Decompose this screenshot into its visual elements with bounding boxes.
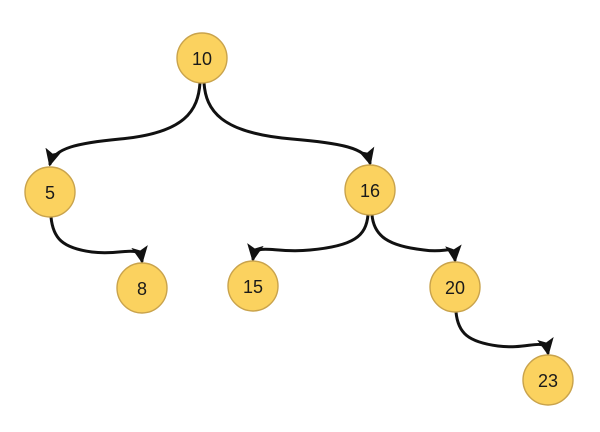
edge-10-to-5: [45, 81, 202, 167]
node-circle[interactable]: [522, 354, 574, 406]
node-circle[interactable]: [344, 164, 396, 216]
edge-16-to-15: [247, 213, 370, 262]
node-circle[interactable]: [429, 261, 481, 313]
edge-16-to-20: [370, 213, 462, 263]
tree-node-left-child[interactable]: 5: [24, 166, 76, 218]
node-circle[interactable]: [24, 166, 76, 218]
tree-node-leaf-15[interactable]: 15: [227, 260, 279, 312]
tree-node-root[interactable]: 10: [176, 32, 228, 84]
node-circle[interactable]: [227, 260, 279, 312]
tree-node-leaf-23[interactable]: 23: [522, 354, 574, 406]
edge-5-to-8: [49, 215, 148, 264]
edge-20-to-23: [454, 310, 554, 356]
tree-node-right-child[interactable]: 16: [344, 164, 396, 216]
edge-10-to-16: [202, 81, 375, 166]
node-circle[interactable]: [176, 32, 228, 84]
edge-layer: [45, 81, 554, 356]
tree-node-20[interactable]: 20: [429, 261, 481, 313]
tree-node-leaf-8[interactable]: 8: [116, 262, 168, 314]
node-circle[interactable]: [116, 262, 168, 314]
